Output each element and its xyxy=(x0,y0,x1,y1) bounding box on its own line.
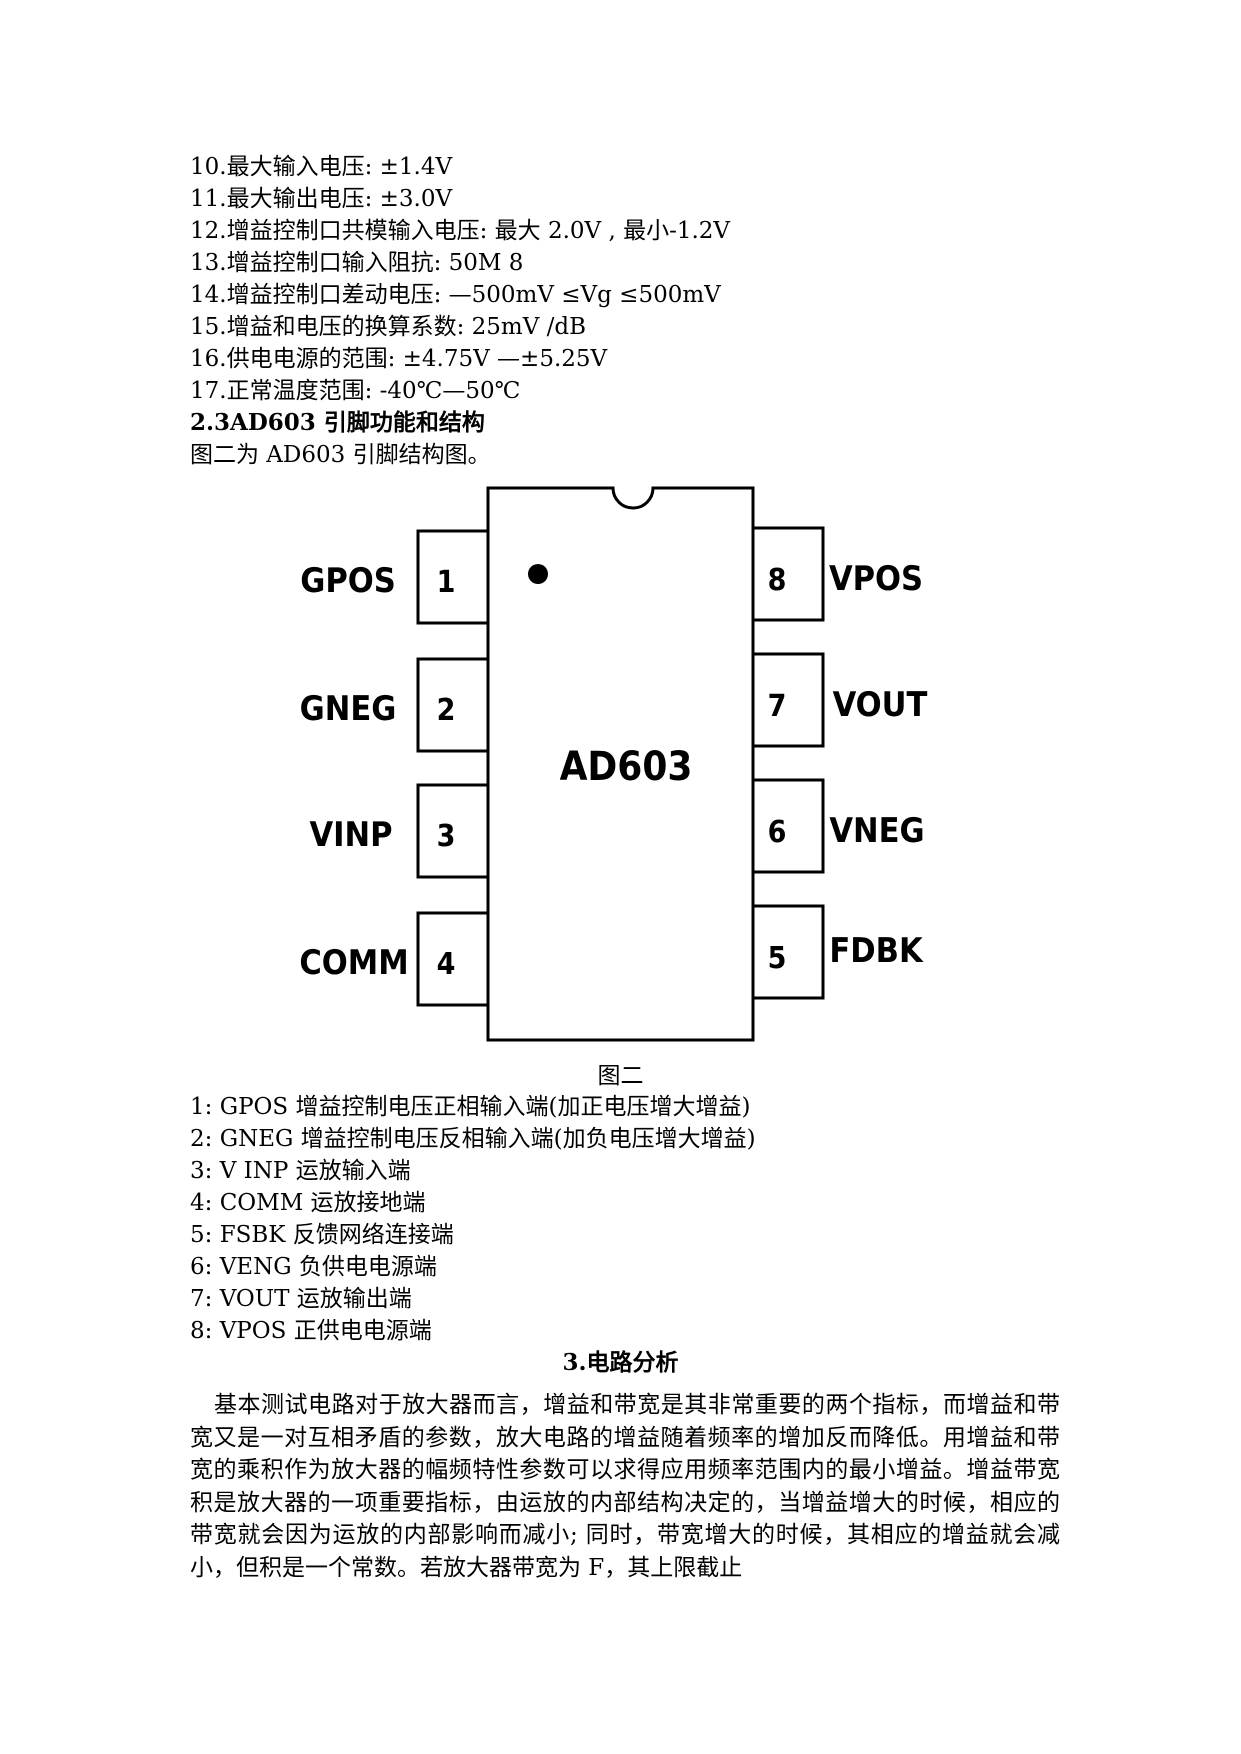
pin-desc-7: 7: VOUT 运放输出端 xyxy=(190,1286,412,1312)
pin-desc-1: 1: GPOS 增益控制电压正相输入端(加正电压增大增益) xyxy=(190,1094,751,1120)
pin-1-label: GPOS xyxy=(300,561,396,601)
pin-7-number: 7 xyxy=(768,689,787,724)
section-2-3-heading: 2.3AD603 引脚功能和结构 xyxy=(190,409,485,436)
pin-7-box xyxy=(751,652,825,748)
pin-6-label: VNEG xyxy=(829,811,924,851)
pin-2-group: 2 GNEG xyxy=(300,657,490,753)
spec-line-11: 11.最大输出电压: ±3.0V xyxy=(190,186,453,212)
pin-1-group: 1 GPOS xyxy=(300,529,490,625)
pin-5-box xyxy=(751,904,825,1000)
section-2-3-intro: 图二为 AD603 引脚结构图。 xyxy=(190,442,491,468)
pin-5-label: FDBK xyxy=(829,931,924,971)
pin1-indicator-dot xyxy=(528,564,548,584)
spec-line-13: 13.增益控制口输入阻抗: 50M 8 xyxy=(190,250,524,276)
pin-2-box xyxy=(416,657,490,753)
pin-4-number: 4 xyxy=(437,947,456,982)
pin-4-group: 4 COMM xyxy=(299,911,490,1007)
pin-6-box xyxy=(751,778,825,874)
pin-8-box xyxy=(751,526,825,622)
pin-desc-2: 2: GNEG 增益控制电压反相输入端(加负电压增大增益) xyxy=(190,1126,756,1152)
pin-2-number: 2 xyxy=(437,693,456,728)
pin-1-box xyxy=(416,529,490,625)
spec-line-14: 14.增益控制口差动电压: —500mV ≤Vg ≤500mV xyxy=(190,282,721,308)
pin-7-group: 7 VOUT xyxy=(751,652,928,748)
pin-desc-6: 6: VENG 负供电电源端 xyxy=(190,1254,437,1280)
pin-8-number: 8 xyxy=(768,563,787,598)
pin-3-number: 3 xyxy=(437,819,456,854)
pin-6-group: 6 VNEG xyxy=(751,778,925,874)
pin-3-box xyxy=(416,783,490,879)
chip-name-label: AD603 xyxy=(560,744,693,790)
pin-4-label: COMM xyxy=(299,943,408,983)
spec-line-15: 15.增益和电压的换算系数: 25mV /dB xyxy=(190,314,587,340)
pin-4-box xyxy=(416,911,490,1007)
spec-line-10: 10.最大输入电压: ±1.4V xyxy=(190,154,453,180)
pin-desc-4: 4: COMM 运放接地端 xyxy=(190,1190,426,1216)
figure-caption: 图二 xyxy=(597,1063,644,1089)
section-3-heading: 3.电路分析 xyxy=(562,1349,679,1376)
chip-body xyxy=(486,486,755,1042)
pin-5-group: 5 FDBK xyxy=(751,904,924,1000)
pin-desc-8: 8: VPOS 正供电电源端 xyxy=(190,1318,432,1344)
ad603-pinout-diagram: AD603 1 GPOS 2 GNEG 3 VINP 4 COMM 8 VPOS xyxy=(299,486,928,1042)
spec-line-16: 16.供电电源的范围: ±4.75V —±5.25V xyxy=(190,346,608,372)
pin-8-label: VPOS xyxy=(829,559,923,599)
spec-line-17: 17.正常温度范围: -40℃—50℃ xyxy=(190,378,521,404)
pin-desc-5: 5: FSBK 反馈网络连接端 xyxy=(190,1222,454,1248)
pin-desc-3: 3: V INP 运放输入端 xyxy=(190,1158,411,1184)
spec-line-12: 12.增益控制口共模输入电压: 最大 2.0V , 最小-1.2V xyxy=(190,218,731,244)
pin-8-group: 8 VPOS xyxy=(751,526,923,622)
pin-7-label: VOUT xyxy=(833,685,928,725)
pin-5-number: 5 xyxy=(768,941,787,976)
pin-3-group: 3 VINP xyxy=(309,783,490,879)
pin-1-number: 1 xyxy=(437,565,456,600)
section-3-paragraph: 基本测试电路对于放大器而言，增益和带宽是其非常重要的两个指标，而增益和带宽又是一… xyxy=(190,1392,1060,1581)
pin-2-label: GNEG xyxy=(300,689,397,729)
pin-6-number: 6 xyxy=(768,815,787,850)
pin-3-label: VINP xyxy=(309,815,392,855)
